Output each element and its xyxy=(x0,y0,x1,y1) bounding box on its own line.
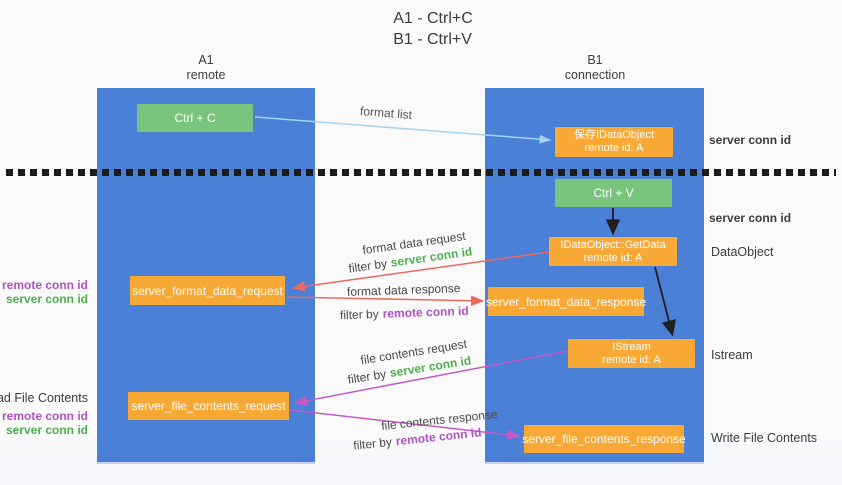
remote-conn-id-annotation-2: remote conn id xyxy=(1,409,88,423)
remote-conn-id-text: remote conn id xyxy=(382,303,469,321)
server-conn-id-annotation-2: server conn id xyxy=(5,423,88,437)
lifeline-b1-name: B1 xyxy=(587,53,603,67)
ctrl-c-label: Ctrl + C xyxy=(174,111,216,125)
title-line-2: B1 - Ctrl+V xyxy=(393,31,472,48)
file-contents-response-arrow xyxy=(289,409,521,440)
filter-by-text: filter by xyxy=(339,306,379,323)
diagram-title: A1 - Ctrl+C B1 - Ctrl+V xyxy=(393,8,473,50)
save-idataobject-line1: 保存IDataObject xyxy=(573,129,655,141)
title-line-1: A1 - Ctrl+C xyxy=(393,10,473,27)
write-file-contents-annotation: Write File Contents xyxy=(711,431,818,445)
server-format-data-response-node: server_format_data_response xyxy=(485,287,647,316)
lifeline-b1-role: connection xyxy=(564,68,626,82)
format-data-response-arrow xyxy=(286,295,485,307)
file-contents-request-arrow xyxy=(293,350,568,406)
getdata-line2: remote id: A xyxy=(583,251,643,264)
format-list-arrow xyxy=(254,116,552,144)
ctrl-v-node: Ctrl + V xyxy=(555,179,672,207)
remote-conn-id-annotation-1: remote conn id xyxy=(1,278,88,292)
getdata-to-istream-arrow xyxy=(654,266,676,337)
file-response-label: server_file_contents_response xyxy=(522,432,686,446)
lifeline-a1-role: remote xyxy=(186,68,226,82)
format-request-label: server_format_data_request xyxy=(132,283,283,298)
server-conn-id-annotation-mid: server conn id xyxy=(709,211,792,225)
istream-line1: IStream xyxy=(612,340,651,353)
save-idataobject-line2: remote id: A xyxy=(584,142,644,154)
format-data-request-arrow xyxy=(291,251,550,292)
file-request-label: server_file_contents_request xyxy=(131,399,286,413)
server-conn-id-annotation-top: server conn id xyxy=(709,133,792,147)
server-conn-id-annotation-1: server conn id xyxy=(5,292,88,306)
lifeline-a1-name: A1 xyxy=(198,53,214,67)
conn-id-annotation-group-1: remote conn id server conn id xyxy=(2,278,88,306)
istream-line2: remote id: A xyxy=(602,353,661,366)
idataobject-getdata-node: IDataObject::GetData remote id: A xyxy=(549,237,677,266)
istream-annotation: Istream xyxy=(711,348,753,362)
getdata-line1: IDataObject::GetData xyxy=(560,238,666,251)
format-response-label: server_format_data_response xyxy=(485,294,647,309)
lifeline-header-b1: B1 connection xyxy=(565,53,625,83)
server-file-contents-request-node: server_file_contents_request xyxy=(128,392,289,420)
lifeline-header-a1: A1 remote xyxy=(187,53,226,83)
save-idataobject-node: 保存IDataObject remote id: A xyxy=(555,127,673,157)
server-format-data-request-node: server_format_data_request xyxy=(130,276,285,305)
ctrl-c-node: Ctrl + C xyxy=(137,104,253,132)
ctrl-v-label: Ctrl + V xyxy=(593,186,634,200)
read-file-contents-annotation: Read File Contents xyxy=(0,391,88,405)
server-file-contents-response-node: server_file_contents_response xyxy=(522,425,686,453)
conn-id-annotation-group-2: remote conn id server conn id xyxy=(2,409,88,437)
copy-paste-separator-line xyxy=(6,169,836,176)
istream-node: IStream remote id: A xyxy=(568,339,695,368)
dataobject-annotation: DataObject xyxy=(711,245,774,259)
